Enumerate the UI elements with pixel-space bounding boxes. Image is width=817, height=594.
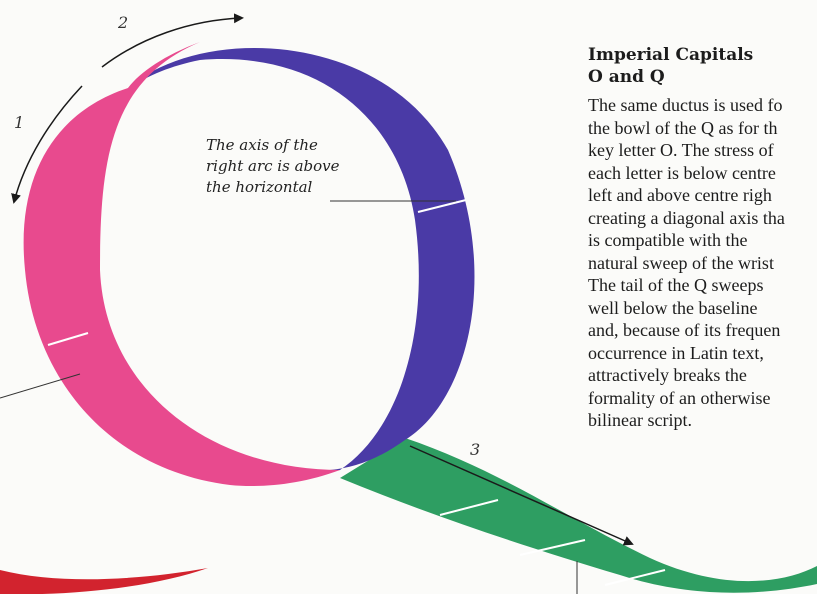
title-line: O and Q xyxy=(588,66,817,88)
description-text: The same ductus is used fo the bowl of t… xyxy=(588,94,817,432)
body-line: creating a diagonal axis tha xyxy=(588,207,817,230)
body-line: natural sweep of the wrist xyxy=(588,252,817,275)
body-line: The same ductus is used fo xyxy=(588,94,817,117)
body-line: each letter is below centre xyxy=(588,162,817,185)
body-line: occurrence in Latin text, xyxy=(588,342,817,365)
body-line: is compatible with the xyxy=(588,229,817,252)
step-label-1: 1 xyxy=(14,113,24,132)
description-block: Imperial Capitals O and Q The same ductu… xyxy=(588,44,817,432)
title-line: Imperial Capitals xyxy=(588,44,817,66)
body-line: key letter O. The stress of xyxy=(588,139,817,162)
annotation-line: the horizontal xyxy=(206,177,356,198)
step-label-3: 3 xyxy=(470,440,480,459)
annotation-line: right arc is above xyxy=(206,156,356,177)
axis-annotation: The axis of the right arc is above the h… xyxy=(206,135,356,198)
body-line: bilinear script. xyxy=(588,409,817,432)
step-label-2: 2 xyxy=(117,13,128,32)
body-line: left and above centre righ xyxy=(588,184,817,207)
body-line: formality of an otherwise xyxy=(588,387,817,410)
tail-stroke-3 xyxy=(340,438,817,593)
bowl-stroke-2 xyxy=(128,48,474,480)
bowl-stroke-1 xyxy=(24,42,340,486)
annotation-line: The axis of the xyxy=(206,135,356,156)
body-line: The tail of the Q sweeps xyxy=(588,274,817,297)
body-line: attractively breaks the xyxy=(588,364,817,387)
body-line: the bowl of the Q as for th xyxy=(588,117,817,140)
section-title: Imperial Capitals O and Q xyxy=(588,44,817,88)
body-line: well below the baseline xyxy=(588,297,817,320)
body-line: and, because of its frequen xyxy=(588,319,817,342)
red-stroke-fragment xyxy=(0,568,208,594)
